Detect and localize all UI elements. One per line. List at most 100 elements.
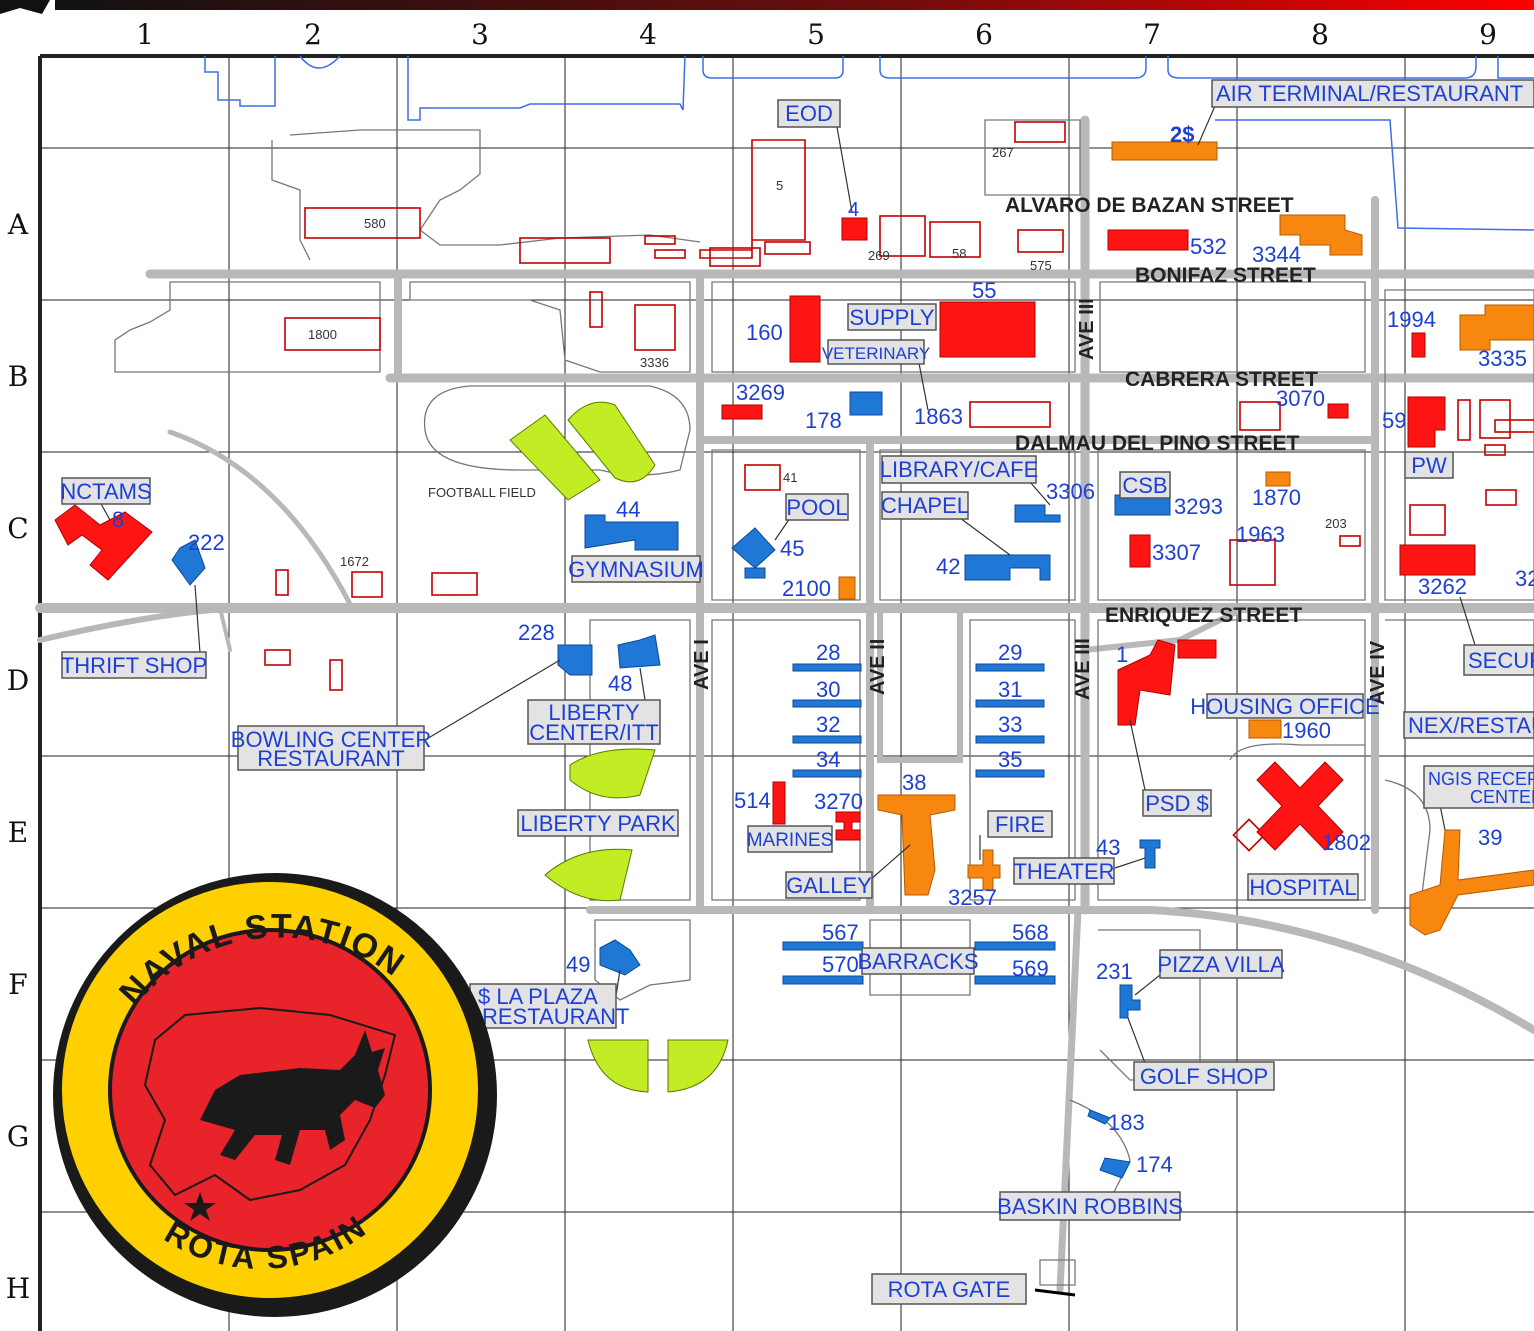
svg-text:1672: 1672: [340, 554, 369, 569]
svg-text:AVE IV: AVE IV: [1367, 640, 1389, 705]
svg-text:AVE III: AVE III: [1072, 638, 1094, 700]
svg-text:580: 580: [364, 216, 386, 231]
svg-text:3: 3: [471, 18, 489, 51]
svg-text:5: 5: [776, 178, 783, 193]
label-liberty-park: LIBERTY PARK: [520, 811, 676, 836]
label-liberty-line1: LIBERTY: [548, 700, 640, 725]
svg-text:8: 8: [112, 507, 124, 532]
svg-text:269: 269: [868, 248, 890, 263]
svg-text:2100: 2100: [782, 576, 831, 601]
star-icon: [184, 1192, 216, 1221]
label-housing-office: HOUSING OFFICE: [1190, 694, 1379, 719]
label-football-field: FOOTBALL FIELD: [428, 485, 536, 500]
label-baskin-robbins: BASKIN ROBBINS: [997, 1194, 1183, 1219]
svg-text:59: 59: [1382, 408, 1406, 433]
svg-text:39: 39: [1478, 825, 1502, 850]
svg-text:32: 32: [816, 712, 840, 737]
street-labels: ALVARO DE BAZAN STREET BONIFAZ STREET CA…: [691, 194, 1389, 705]
svg-text:2$: 2$: [1170, 122, 1194, 147]
svg-text:3269: 3269: [736, 380, 785, 405]
svg-text:6: 6: [975, 18, 993, 51]
top-banner: [55, 0, 1534, 10]
svg-text:55: 55: [972, 278, 996, 303]
svg-text:183: 183: [1108, 1110, 1145, 1135]
svg-text:575: 575: [1030, 258, 1052, 273]
svg-text:35: 35: [998, 747, 1022, 772]
svg-text:3293: 3293: [1174, 494, 1223, 519]
label-hospital: HOSPITAL: [1249, 875, 1356, 900]
label-pw: PW: [1411, 453, 1447, 478]
svg-text:1: 1: [136, 18, 154, 51]
svg-text:267: 267: [992, 145, 1014, 160]
bull-icon: [200, 1030, 385, 1165]
red-buildings: [54, 217, 1476, 851]
svg-text:29: 29: [998, 640, 1022, 665]
svg-text:3336: 3336: [640, 355, 669, 370]
svg-text:228: 228: [518, 620, 555, 645]
svg-text:9: 9: [1479, 18, 1497, 51]
svg-text:B: B: [8, 360, 29, 393]
label-nex-restau: NEX/RESTAU: [1408, 713, 1534, 738]
svg-text:231: 231: [1096, 959, 1133, 984]
label-library-cafe: LIBRARY/CAFE: [880, 457, 1039, 482]
svg-text:1960: 1960: [1282, 718, 1331, 743]
row-labels: A B C D E F G H: [6, 208, 30, 1305]
label-pizza-villa: PIZZA VILLA: [1157, 952, 1284, 977]
svg-text:3335: 3335: [1478, 346, 1527, 371]
svg-text:570: 570: [822, 952, 859, 977]
label-theater: THEATER: [1013, 859, 1114, 884]
svg-text:33: 33: [998, 712, 1022, 737]
label-fire: FIRE: [995, 812, 1045, 837]
facility-labels: EOD AIR TERMINAL/RESTAURANT SUPPLY VETER…: [60, 79, 1534, 1305]
svg-text:3070: 3070: [1276, 386, 1325, 411]
svg-text:2: 2: [304, 18, 322, 51]
label-laplaza-line2: RESTAURANT: [482, 1004, 630, 1029]
svg-text:178: 178: [805, 408, 842, 433]
label-ngis-line1: NGIS RECEP: [1428, 769, 1534, 789]
label-bowling-line1: BOWLING CENTER: [231, 727, 431, 752]
svg-text:1870: 1870: [1252, 485, 1301, 510]
svg-text:3306: 3306: [1046, 479, 1095, 504]
svg-text:49: 49: [566, 952, 590, 977]
label-marines: MARINES: [747, 830, 834, 851]
svg-text:3262: 3262: [1418, 574, 1467, 599]
svg-text:3270: 3270: [814, 789, 863, 814]
svg-text:AVE II: AVE II: [867, 639, 889, 695]
svg-text:203: 203: [1325, 516, 1347, 531]
svg-text:ALVARO DE BAZAN STREET: ALVARO DE BAZAN STREET: [1005, 194, 1294, 217]
label-supply: SUPPLY: [849, 305, 935, 330]
svg-text:BONIFAZ STREET: BONIFAZ STREET: [1135, 264, 1316, 287]
label-barracks: BARRACKS: [857, 949, 978, 974]
iberia-map-icon: [143, 1006, 397, 1202]
svg-text:568: 568: [1012, 920, 1049, 945]
roads: [35, 115, 1534, 1294]
svg-text:A: A: [7, 208, 29, 241]
svg-text:C: C: [7, 512, 28, 545]
label-thrift-shop: THRIFT SHOP: [61, 653, 207, 678]
svg-text:32: 32: [1515, 566, 1534, 591]
svg-text:514: 514: [734, 788, 771, 813]
label-rota-gate: ROTA GATE: [888, 1277, 1011, 1302]
svg-text:E: E: [8, 816, 28, 849]
svg-text:1863: 1863: [914, 404, 963, 429]
svg-text:34: 34: [816, 747, 840, 772]
svg-text:DALMAU DEL PINO STREET: DALMAU DEL PINO STREET: [1015, 432, 1299, 455]
label-csb: CSB: [1122, 473, 1167, 498]
svg-text:1963: 1963: [1236, 522, 1285, 547]
svg-text:CABRERA STREET: CABRERA STREET: [1125, 368, 1318, 391]
label-galley: GALLEY: [786, 873, 872, 898]
svg-text:1994: 1994: [1387, 307, 1436, 332]
svg-text:532: 532: [1190, 234, 1227, 259]
building-numbers: 5 580 267 4 269 58 575 2$ 532 3344 1800 …: [112, 122, 1534, 1177]
leader-lines: [99, 105, 1476, 1297]
svg-text:4: 4: [848, 199, 859, 221]
svg-text:222: 222: [188, 530, 225, 555]
path-outlines: [114, 119, 1534, 1286]
svg-text:ENRIQUEZ STREET: ENRIQUEZ STREET: [1105, 604, 1302, 627]
svg-text:1800: 1800: [308, 327, 337, 342]
svg-text:174: 174: [1136, 1152, 1173, 1177]
corner-mark: [0, 0, 50, 14]
svg-text:43: 43: [1096, 835, 1120, 860]
svg-text:58: 58: [952, 246, 966, 261]
svg-text:D: D: [7, 664, 29, 697]
